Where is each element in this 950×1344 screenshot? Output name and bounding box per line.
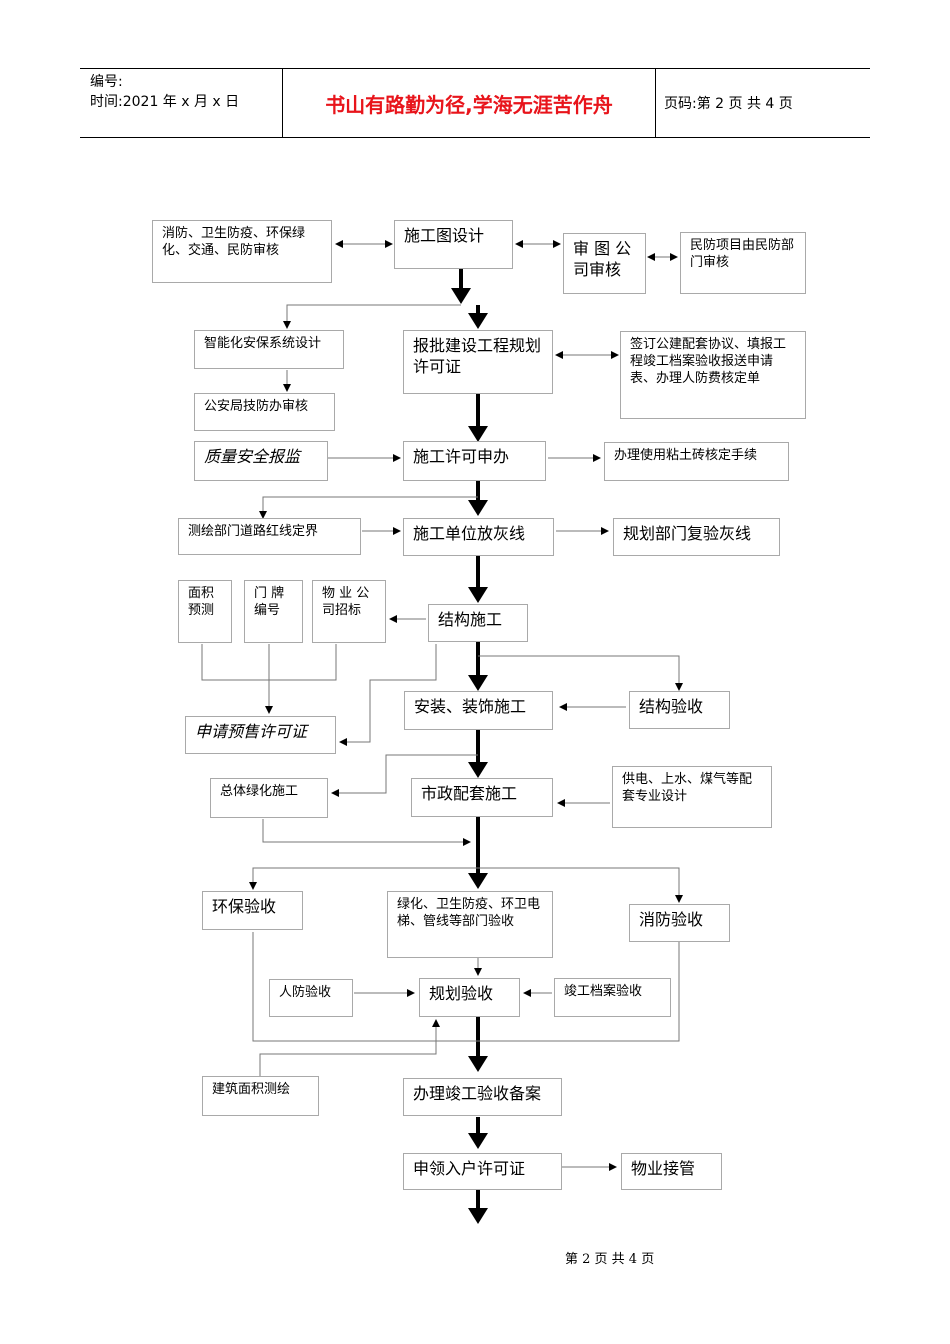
box-fire-acceptance: 消防验收: [629, 904, 730, 942]
header-page: 页码:第 2 页 共 4 页: [664, 69, 864, 137]
box-occupancy-permit: 申领入户许可证: [403, 1153, 562, 1190]
box-presale-permit: 申请预售许可证: [185, 716, 336, 754]
box-municipal: 市政配套施工: [411, 778, 553, 817]
box-drawing-review: 审 图 公司审核: [563, 233, 646, 294]
box-quality-safety: 质量安全报监: [194, 441, 328, 481]
box-area-survey: 建筑面积测绘: [202, 1076, 319, 1116]
box-recheck-stakeout: 规划部门复验灰线: [613, 518, 780, 556]
box-property-tender: 物 业 公司招标: [312, 580, 386, 643]
box-area-forecast: 面积预测: [178, 580, 232, 643]
header-meta: 编号: 时间:2021 年 x 月 x 日: [80, 69, 280, 137]
box-smart-security: 智能化安保系统设计: [194, 330, 344, 369]
box-survey-redline: 测绘部门道路红线定界: [178, 518, 361, 555]
header-number: 编号:: [90, 74, 123, 90]
box-env-acceptance: 环保验收: [202, 891, 303, 930]
box-civil-defense: 民防项目由民防部门审核: [680, 232, 806, 294]
box-agreements: 签订公建配套协议、填报工程竣工档案验收报送申请表、办理人防费核定单: [620, 331, 806, 419]
box-install-decor: 安装、装饰施工: [404, 691, 553, 730]
box-clay-brick: 办理使用粘土砖核定手续: [604, 442, 789, 481]
thin-connectors: [201, 240, 683, 1171]
box-planning-acceptance: 规划验收: [419, 978, 520, 1017]
header-time: 时间:2021 年 x 月 x 日: [90, 94, 240, 110]
box-dept-acceptance: 绿化、卫生防疫、环卫电梯、管线等部门验收: [387, 891, 553, 958]
box-planning-permit: 报批建设工程规划许可证: [403, 330, 553, 394]
box-police-review: 公安局技防办审核: [194, 393, 335, 431]
box-utilities-design: 供电、上水、煤气等配套专业设计: [612, 766, 772, 828]
box-structure-acceptance: 结构验收: [629, 691, 730, 729]
box-civil-def-acceptance: 人防验收: [269, 979, 353, 1017]
box-property-takeover: 物业接管: [621, 1153, 722, 1190]
page-header: 编号: 时间:2021 年 x 月 x 日 书山有路勤为径,学海无涯苦作舟 页码…: [80, 68, 870, 138]
box-structure-construction: 结构施工: [428, 604, 528, 642]
box-review-depts: 消防、卫生防疫、环保绿化、交通、民防审核: [152, 220, 332, 283]
box-greening: 总体绿化施工: [210, 778, 328, 818]
box-door-number: 门 牌编号: [244, 580, 303, 643]
box-stakeout: 施工单位放灰线: [403, 518, 554, 556]
box-construction-permit: 施工许可申办: [403, 441, 546, 481]
box-construction-drawing: 施工图设计: [394, 220, 513, 269]
header-motto: 书山有路勤为径,学海无涯苦作舟: [282, 69, 656, 137]
main-spine: [451, 269, 488, 1224]
box-completion-filing: 办理竣工验收备案: [403, 1078, 562, 1116]
box-archive-acceptance: 竣工档案验收: [554, 978, 671, 1017]
page-footer: 第 2 页 共 4 页: [565, 1252, 655, 1267]
header-page-label: 页码:第 2 页 共 4 页: [664, 96, 793, 112]
